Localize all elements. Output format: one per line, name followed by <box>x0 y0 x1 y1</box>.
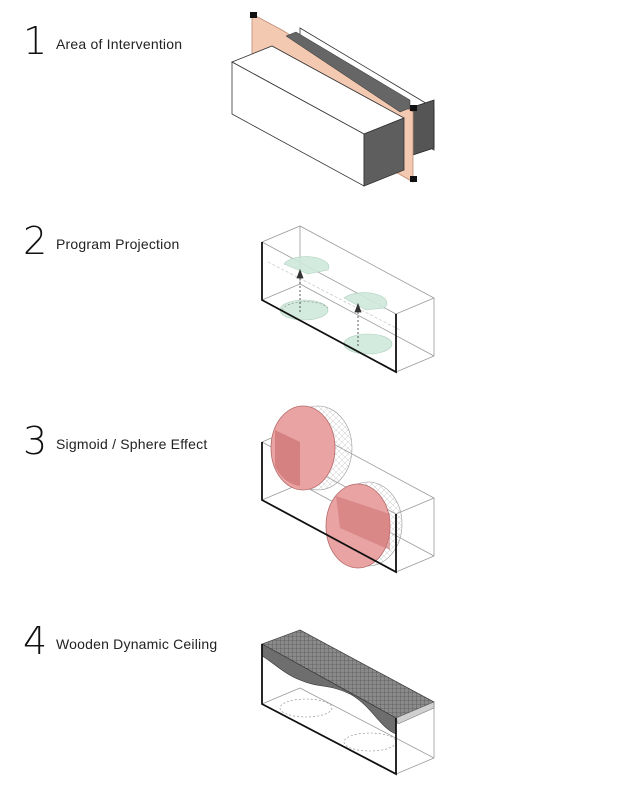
box-with-intersecting-spheres-diagram <box>261 405 435 574</box>
projected-circle-floor-right <box>343 333 393 355</box>
step-number: 3 <box>23 419 48 463</box>
projected-circle-top-right <box>343 292 388 311</box>
step-number: 4 <box>23 619 48 663</box>
ceiling-wave <box>261 643 397 735</box>
sphere-top-left <box>270 405 353 491</box>
step-3: 3 Sigmoid / Sphere Effect <box>0 400 640 600</box>
step-number: 2 <box>23 219 48 263</box>
step-title: Area of Intervention <box>56 36 183 52</box>
step-title: Wooden Dynamic Ceiling <box>56 636 218 652</box>
step-number: 1 <box>23 19 48 63</box>
projected-circle-top-left <box>283 256 330 275</box>
box-with-undulating-ceiling-diagram <box>261 629 435 776</box>
step-2: 2 Program Projection <box>0 200 640 400</box>
projected-circle-floor-left <box>279 299 329 321</box>
wireframe-box-with-projected-circles-diagram <box>261 225 435 374</box>
block-with-section-plane-diagram <box>231 12 435 187</box>
step-1: 1 Area of Intervention <box>0 0 640 200</box>
step-4: 4 Wooden Dynamic Ceiling <box>0 600 640 800</box>
step-title: Sigmoid / Sphere Effect <box>56 436 208 452</box>
step-title: Program Projection <box>56 236 180 252</box>
sphere-bottom-right <box>325 481 403 569</box>
